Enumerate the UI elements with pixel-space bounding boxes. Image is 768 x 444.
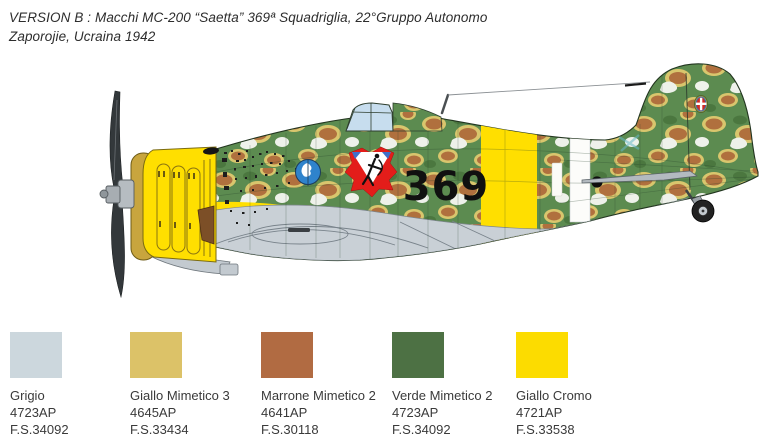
rudder-details xyxy=(685,72,708,191)
version-caption: VERSION B : Macchi MC-200 “Saetta” 369ª … xyxy=(9,8,609,46)
cowl-intake xyxy=(203,147,219,155)
color-chip xyxy=(516,332,568,378)
color-chip xyxy=(130,332,182,378)
blue-disc-badge xyxy=(295,159,321,186)
white-bar-marking xyxy=(551,162,563,197)
fastener-speckles xyxy=(222,150,297,226)
color-swatch: Giallo Cromo 4721AP F.S.33538 xyxy=(516,332,641,438)
antenna xyxy=(440,81,651,115)
exhaust-stain xyxy=(197,205,215,245)
swatch-name: Giallo Cromo xyxy=(516,388,592,403)
propeller-blade-lower xyxy=(111,198,125,299)
faded-marking xyxy=(618,134,640,152)
swatch-fs: F.S.34092 xyxy=(10,422,69,437)
canopy-aft-fairing xyxy=(392,102,443,132)
swatch-code: 4645AP xyxy=(130,405,177,420)
swatch-fs: F.S.33434 xyxy=(130,422,189,437)
tail-wheel xyxy=(684,189,715,223)
panel-lines xyxy=(216,72,757,260)
version-caption-line2: Zaporojie, Ucraina 1942 xyxy=(9,29,156,44)
propeller xyxy=(99,90,135,299)
swatch-fs: F.S.30118 xyxy=(261,422,319,437)
fairing-handle xyxy=(288,228,310,232)
canopy xyxy=(345,102,443,132)
color-swatch: Marrone Mimetico 2 4641AP F.S.30118 xyxy=(261,332,386,438)
swatch-name: Grigio xyxy=(10,388,45,403)
tailplane-edge xyxy=(581,170,698,184)
version-caption-line1: VERSION B : Macchi MC-200 “Saetta” 369ª … xyxy=(9,10,488,25)
swatch-name: Giallo Mimetico 3 xyxy=(130,388,230,403)
color-swatch: Grigio 4723AP F.S.34092 xyxy=(10,332,135,438)
swatch-fs: F.S.33538 xyxy=(516,422,575,437)
color-swatch: Verde Mimetico 2 4723AP F.S.34092 xyxy=(392,332,517,438)
color-swatch: Giallo Mimetico 3 4645AP F.S.33434 xyxy=(130,332,255,438)
squadriglia-emblem xyxy=(344,146,398,198)
color-chip xyxy=(261,332,313,378)
swatch-name: Marrone Mimetico 2 xyxy=(261,388,376,403)
propeller-hub xyxy=(99,179,135,209)
fuselage-number: 369 xyxy=(403,164,490,210)
swatch-code: 4723AP xyxy=(392,405,439,420)
swatch-code: 4721AP xyxy=(516,405,563,420)
color-chip xyxy=(10,332,62,378)
emblem-figure xyxy=(361,157,383,187)
color-chip xyxy=(392,332,444,378)
swatch-fs: F.S.34092 xyxy=(392,422,451,437)
swatch-name: Verde Mimetico 2 xyxy=(392,388,493,403)
cowl-rivets xyxy=(158,171,195,229)
swatch-code: 4641AP xyxy=(261,405,308,420)
swatch-code: 4723AP xyxy=(10,405,57,420)
